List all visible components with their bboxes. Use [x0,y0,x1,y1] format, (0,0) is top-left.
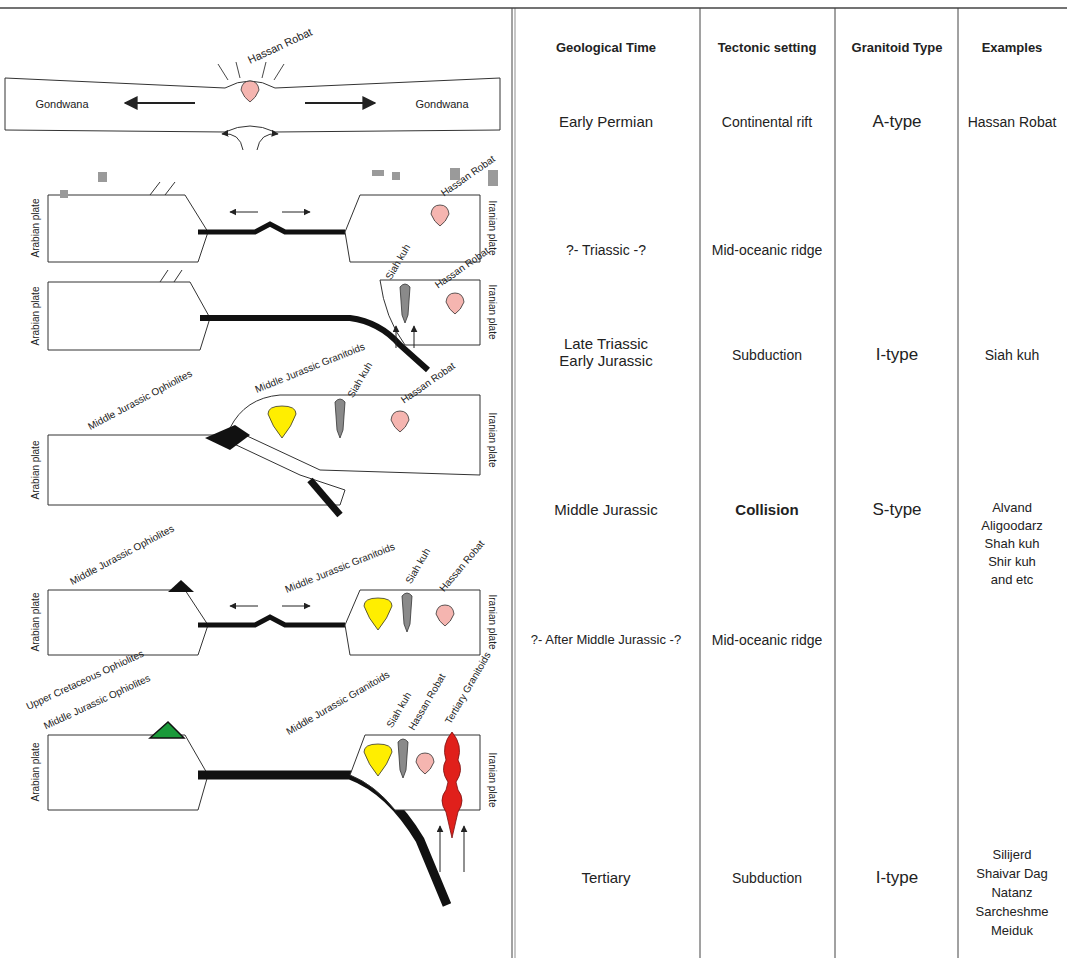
map-label: Iranian plate [486,412,498,467]
table-cell: Alvand [992,501,1032,516]
ridge-sketch [48,580,480,655]
subduction-sketch [48,270,480,370]
header-cell: Granitoid Type [852,41,943,56]
table-cell: Siah kuh [985,347,1039,363]
map-label: Tertiary Granitoids [443,650,494,726]
table-cell: I-type [876,868,919,888]
map-label: Arabian plate [30,743,42,802]
map-label: Middle Jurassic Granitoids [283,541,396,596]
table-lines [0,8,1067,958]
table-cell: Shir kuh [988,555,1036,570]
ridge-sketch [48,168,498,262]
table-cell: A-type [872,112,921,132]
map-label: Siah kuh [345,360,374,399]
map-label: Hassan Robat [433,245,492,291]
map-label: Middle Jurassic Ophiolites [86,368,194,433]
map-label: Iranian plate [486,284,498,339]
table-cell: Continental rift [722,114,812,130]
map-label: Middle Jurassic Ophiolites [42,672,152,732]
table-cell: Early Permian [559,113,653,130]
map-label: Arabian plate [30,593,42,652]
table-cell: Mid-oceanic ridge [712,632,823,648]
map-label: Middle Jurassic Granitoids [284,669,391,738]
map-label: Iranian plate [486,594,498,649]
table-cell: Shaivar Dag [976,867,1048,882]
table-cell: Subduction [732,870,802,886]
table-cell: Sarcheshme [976,905,1049,920]
map-label: Arabian plate [30,287,42,346]
map-label: Siah kuh [383,242,412,281]
map-label: Siah kuh [403,546,432,585]
table-cell: S-type [872,500,921,520]
map-label: Iranian plate [486,752,498,807]
table-cell: Shah kuh [985,537,1040,552]
table-cell: Silijerd [992,848,1031,863]
table-cell: and etc [991,573,1034,588]
map-label: Gondwana [415,98,468,111]
header-cell: Geological Time [556,41,656,56]
map-label: Arabian plate [30,441,42,500]
table-cell: Natanz [991,886,1032,901]
table-cell: Middle Jurassic [554,501,657,518]
table-cell: Collision [735,501,798,518]
table-cell: Aligoodarz [981,519,1042,534]
map-label: Hassan Robat [437,538,487,594]
map-label: Arabian plate [30,199,42,258]
table-cell: Subduction [732,347,802,363]
map-label: Hassan Robat [406,672,448,733]
table-cell: Late Triassic Early Jurassic [546,335,666,370]
table-cell: I-type [876,345,919,365]
subduction-sketch [48,722,480,905]
map-label: Hassan Robat [399,360,458,406]
map-label: Gondwana [35,98,88,111]
table-cell: Tertiary [581,869,630,886]
table-cell: Meiduk [991,924,1033,939]
table-cell: ?- Triassic -? [566,242,646,258]
rift-sketch [5,62,500,150]
map-label: Hassan Robat [246,26,315,67]
map-label: Iranian plate [486,200,498,255]
map-label: Hassan Robat [439,153,498,199]
map-label: Middle Jurassic Ophiolites [68,523,176,588]
table-cell: ?- After Middle Jurassic -? [531,633,681,648]
table-cell: Mid-oceanic ridge [712,242,823,258]
header-cell: Tectonic setting [718,41,817,56]
table-cell: Hassan Robat [968,114,1057,130]
header-cell: Examples [982,41,1043,56]
